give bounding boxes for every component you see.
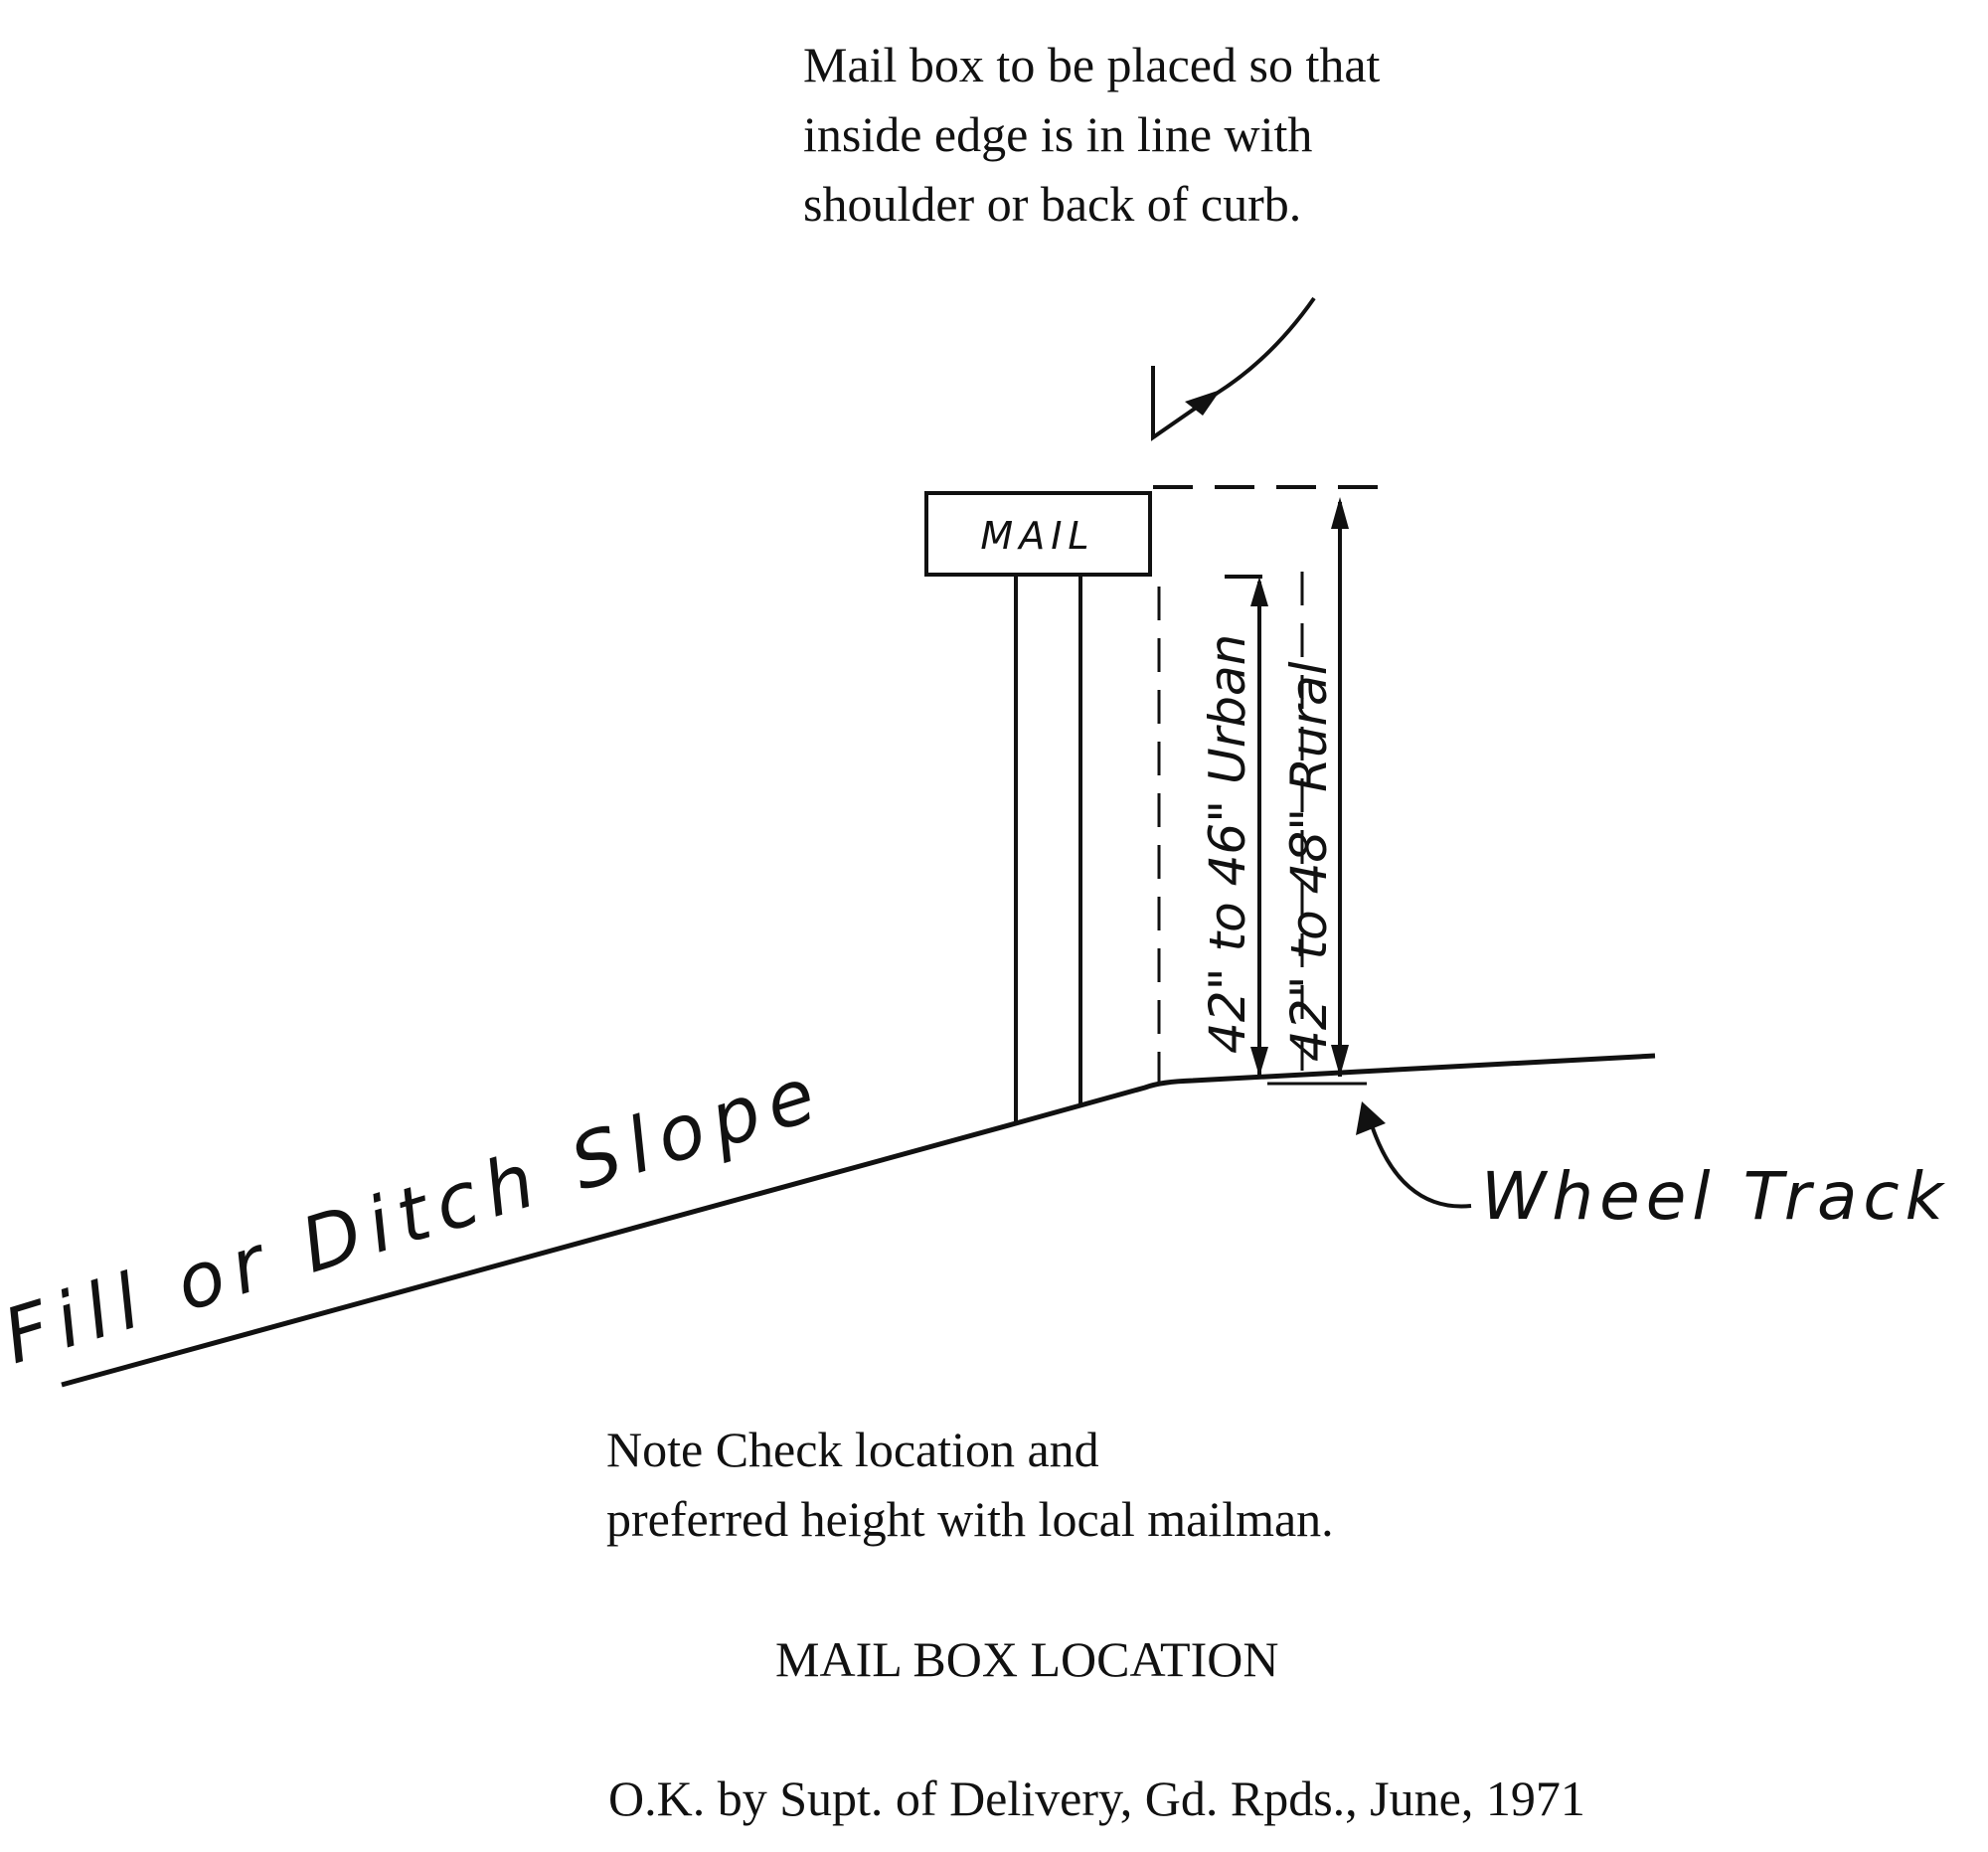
mailbox: MAIL [924,491,1152,577]
bottom-note-line-1: Note Check location and [606,1422,1099,1477]
approval-line: O.K. by Supt. of Delivery, Gd. Rpds., Ju… [608,1770,1585,1826]
urban-dimension-label: 42" to 46" Urban [1199,634,1256,1054]
wheel-track-pointer [1356,1101,1472,1209]
alignment-dashed-lines [1153,485,1387,1084]
leader-arrow [1151,296,1316,441]
ground-line [61,1053,1656,1388]
mailbox-label: MAIL [980,514,1094,558]
urban-dimension: 42" to 46" Urban [1199,575,1268,1077]
top-note-line-1: Mail box to be placed so that [803,37,1381,92]
bottom-note-line-2: preferred height with local mailman. [606,1491,1334,1547]
top-note-line-3: shoulder or back of curb. [803,176,1301,232]
rural-dimension-label: 42" to 48" Rural [1280,661,1338,1062]
rural-dimension: 42" to 48" Rural [1280,497,1349,1077]
mailbox-post [1014,575,1082,1123]
top-note-line-2: inside edge is in line with [803,106,1312,162]
slope-label: Fill or Ditch Slope [0,1047,834,1381]
wheel-track-label: Wheel Track [1481,1158,1949,1235]
diagram-caption: MAIL BOX LOCATION [775,1631,1278,1687]
